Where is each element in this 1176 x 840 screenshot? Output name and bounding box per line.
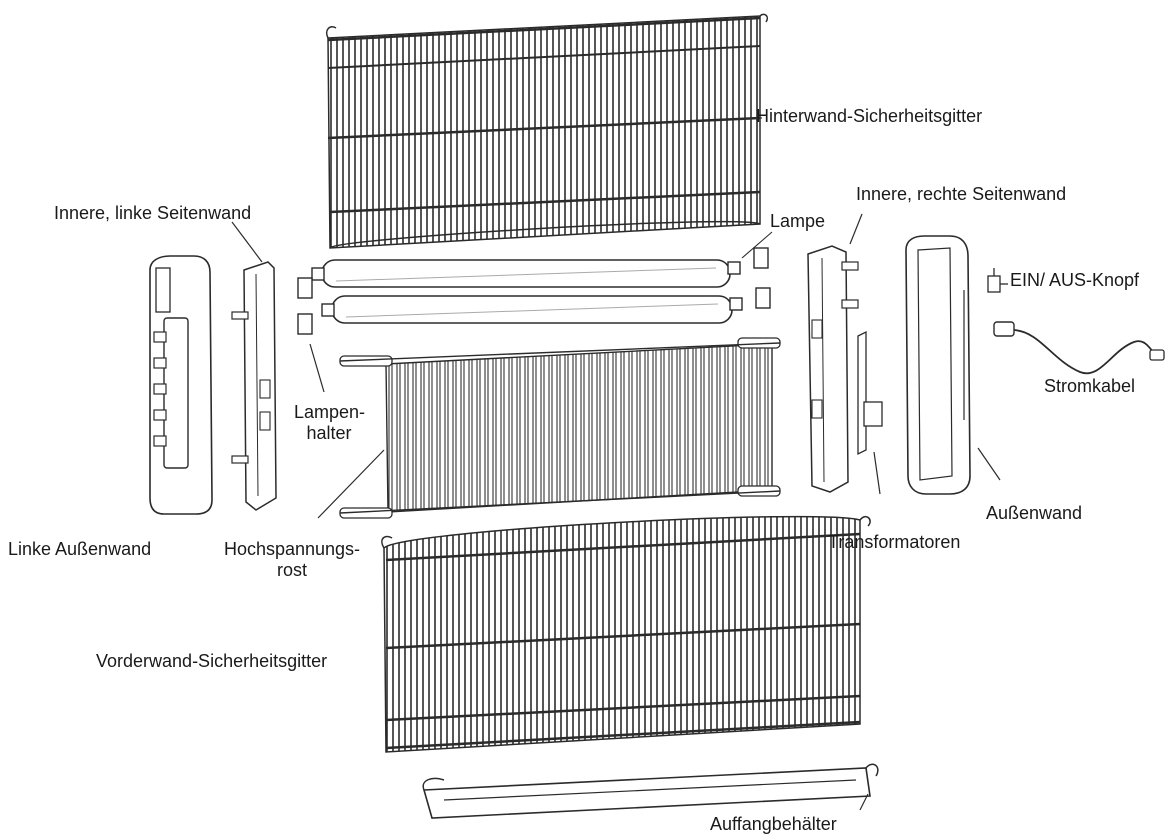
label-outer-wall: Außenwand (986, 503, 1083, 523)
label-lamp: Lampe (770, 211, 826, 231)
collection-tray (422, 763, 879, 819)
on-off-switch (987, 268, 1008, 293)
label-lamp-holder-line2: halter (306, 423, 352, 443)
label-transformers: Transformatoren (828, 532, 961, 552)
label-inner-right-wall: Innere, rechte Seitenwand (856, 184, 1067, 204)
front-safety-grille (381, 515, 871, 753)
label-inner-left-wall: Innere, linke Seitenwand (54, 203, 252, 223)
high-voltage-grid (317, 337, 781, 519)
label-hv-grid-line1: Hochspannungs- (223, 539, 361, 559)
label-collection-tray: Auffangbehälter (710, 814, 837, 834)
right-outer-wall (905, 235, 1001, 495)
transformers (857, 330, 883, 495)
left-outer-wall (149, 255, 213, 515)
label-hv-grid-line2: rost (276, 560, 307, 580)
lamp-holders (297, 247, 771, 393)
label-hv-grid: Hochspannungs- rost (208, 539, 376, 581)
back-safety-grille (325, 13, 769, 249)
inner-left-wall (231, 221, 277, 511)
label-lamp-holder-line1: Lampen- (294, 402, 366, 422)
label-front-grille: Vorderwand-Sicherheitsgitter (96, 651, 328, 671)
uv-lamps (311, 259, 743, 324)
label-left-outer-wall: Linke Außenwand (8, 539, 152, 559)
power-cable (993, 321, 1165, 375)
inner-right-wall (807, 213, 863, 493)
label-power-cable: Stromkabel (1044, 376, 1136, 396)
label-lamp-holder: Lampen- halter (294, 402, 366, 444)
label-on-off-button: EIN/ AUS-Knopf (1010, 270, 1140, 290)
leader-lamp (741, 231, 773, 259)
label-back-grille: Hinterwand-Sicherheitsgitter (756, 106, 983, 126)
